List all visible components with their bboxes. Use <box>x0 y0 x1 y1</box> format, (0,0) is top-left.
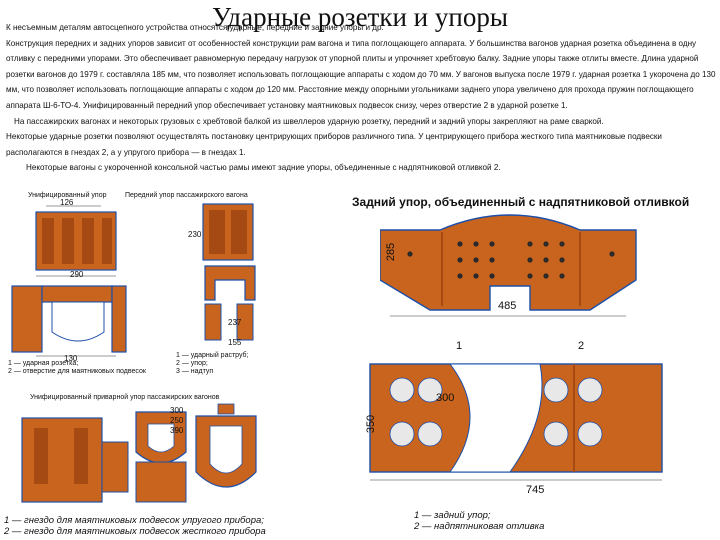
dim-290: 290 <box>70 270 84 279</box>
paragraph: Конструкция передних и задних упоров зав… <box>6 38 716 110</box>
dim-390: 390 <box>170 426 184 435</box>
dim-485: 485 <box>498 300 517 312</box>
dim-155: 155 <box>228 338 242 347</box>
front-stop-label: Передний упор пассажирского вагона <box>125 192 248 199</box>
dim-300: 300 <box>170 406 184 415</box>
body-text: К несъемным деталям автосцепного устройс… <box>6 20 718 176</box>
dim-237: 237 <box>228 318 242 327</box>
legend-bottom-left: 1 — гнездо для маятниковых подвесок упру… <box>4 515 266 537</box>
dim-130: 130 <box>64 354 78 363</box>
legend-small-2: 2 — отверстие для маятниковых подвесок <box>8 368 146 375</box>
page-title: Ударные розетки и упоры <box>212 2 508 32</box>
dim-350: 350 <box>365 414 378 434</box>
legend-bottom-right: 1 — задний упор; 2 — надпятниковая отлив… <box>414 510 544 532</box>
legend-item: 1 — задний упор; <box>414 510 491 521</box>
unified-passenger-label: Унифицированный приварной упор пассажирс… <box>30 394 220 401</box>
paragraph: Некоторые ударные розетки позволяют осущ… <box>6 132 662 157</box>
dim-300-right: 300 <box>436 392 455 404</box>
legend-item: 2 — надпятниковая отливка <box>414 521 545 532</box>
legend-small-1: 1 — ударная розетка; <box>8 360 79 367</box>
passenger-stop-drawing <box>21 403 257 503</box>
marker-2: 2 <box>578 340 585 352</box>
unified-stop-label: Унифицированный упор <box>28 192 107 199</box>
legend-item: 1 — гнездо для маятниковых подвесок упру… <box>4 515 264 526</box>
paragraph: На пассажирских вагонах и некоторых груз… <box>14 116 604 126</box>
legend-item: 2 — гнездо для маятниковых подвесок жест… <box>4 526 266 537</box>
rear-stop-top-drawing <box>380 214 637 317</box>
front-stop-drawing <box>202 203 256 341</box>
paragraph: Некоторые вагоны с укороченной консольно… <box>26 163 501 173</box>
rear-stop-bottom-drawing <box>369 363 663 481</box>
dim-745: 745 <box>526 484 545 496</box>
unified-stop-drawing <box>11 205 127 357</box>
dim-285: 285 <box>385 242 398 262</box>
paragraph: К несъемным деталям автосцепного устройс… <box>6 23 384 32</box>
marker-1: 1 <box>456 340 463 352</box>
legend-small-3: 1 — ударный раструб; <box>176 352 249 359</box>
rear-stop-title: Задний упор, объединенный с надпятниково… <box>352 195 690 209</box>
legend-small-5: 3 — надтуп <box>176 368 214 375</box>
dim-230: 230 <box>188 230 202 239</box>
dim-126: 126 <box>60 198 74 207</box>
dim-250: 250 <box>170 416 184 425</box>
legend-small-4: 2 — упор; <box>176 360 208 367</box>
